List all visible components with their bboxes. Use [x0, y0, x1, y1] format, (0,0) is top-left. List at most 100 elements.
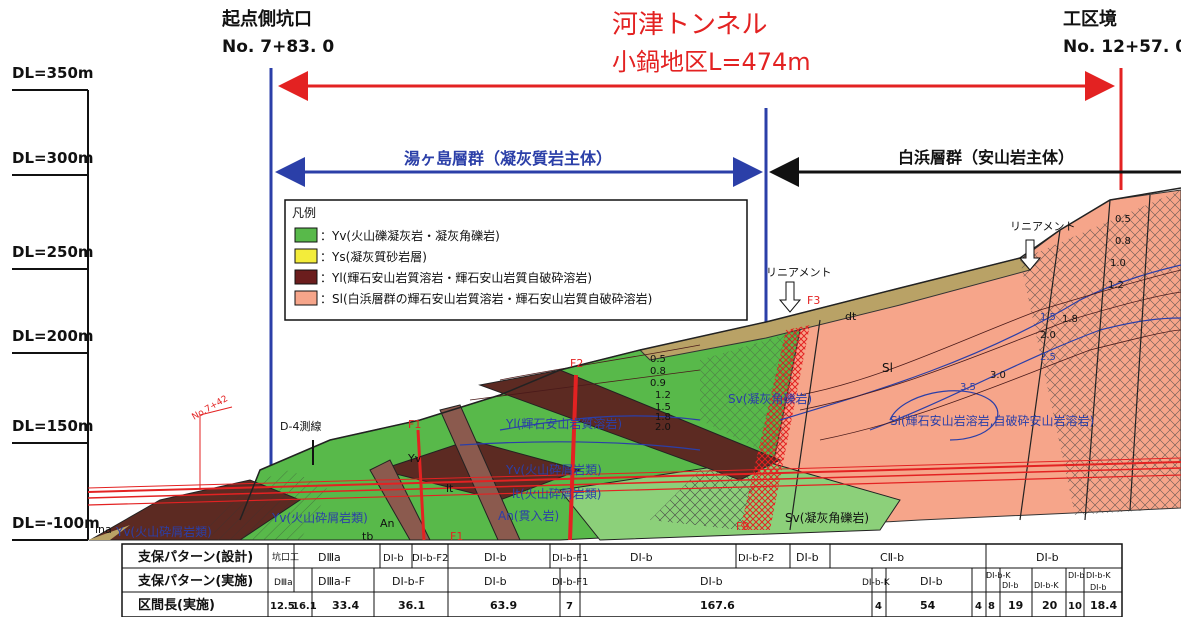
dt-label: dt: [845, 310, 857, 323]
table-cell: DI-b: [796, 551, 819, 564]
table-cell: DI-b: [484, 551, 507, 564]
contour-label: 1.5: [1040, 312, 1056, 323]
table-cell: 12.5: [270, 601, 295, 612]
support-pattern-table: [121, 543, 1123, 617]
tunnel-title: 河津トンネル: [612, 10, 767, 40]
elev-label-200: DL=200m: [12, 327, 94, 345]
table-cell: 19: [1008, 599, 1023, 612]
elev-label-250: DL=250m: [12, 243, 94, 261]
sv-label-upper: Sv(凝灰角礫岩): [728, 391, 812, 406]
elev-label-350: DL=350m: [12, 64, 94, 82]
table-cell: 167.6: [700, 599, 735, 612]
fault-f9: F9: [736, 520, 749, 533]
table-cell: DⅢa-F: [318, 575, 351, 588]
fault-f1-lower: F1: [450, 530, 463, 543]
lineament-label-right: リニアメント: [1010, 220, 1075, 233]
sl-label: Sl: [882, 361, 893, 375]
contour-label: 1.5: [655, 402, 671, 413]
table-cell: DI-b: [1068, 571, 1084, 580]
start-station: No. 7+83. 0: [222, 37, 334, 57]
table-cell: 20: [1042, 599, 1058, 612]
table-cell: 10: [1068, 601, 1082, 612]
table-cell: 16.1: [292, 601, 317, 612]
table-cell: DI-b-K: [1086, 571, 1111, 580]
yl-description: Yl(輝石安山岩質溶岩): [505, 416, 622, 431]
table-cell: CⅡ-b: [880, 551, 904, 564]
contour-label: 1.0: [1110, 258, 1126, 269]
table-cell: DI-b-K: [862, 578, 891, 588]
legend-swatch: [294, 269, 318, 285]
yugashima-label: 湯ヶ島層群（凝灰質岩主体）: [404, 149, 612, 168]
table-cell: DI-b-K: [1034, 581, 1059, 590]
contour-label: 0.5: [1115, 214, 1131, 225]
lt-label: lt: [446, 482, 454, 495]
end-boundary-label: 工区境: [1063, 8, 1117, 30]
table-cell: DI-b: [484, 575, 507, 588]
table-cell: 54: [920, 599, 936, 612]
table-cell: DI-b: [630, 551, 653, 564]
start-portal-label: 起点側坑口: [221, 8, 312, 30]
contour-label: 3.0: [990, 370, 1006, 381]
contour-label: 1.8: [655, 412, 671, 423]
legend-item: ：Ys(凝灰質砂岩層): [320, 249, 427, 264]
legend-item: ：Sl(白浜層群の輝石安山岩質溶岩・輝石安山岩質自破砕溶岩): [320, 291, 652, 306]
contour-label: 2.5: [1040, 352, 1056, 363]
table-cell: 18.4: [1090, 599, 1117, 612]
table-cell: 4: [975, 601, 982, 612]
legend: 凡例 ：Yv(火山礫凝灰岩・凝灰角礫岩) ：Ys(凝灰質砂岩層) ：Yl(輝石安…: [284, 199, 748, 321]
table-cell: DI-b-F1: [552, 553, 588, 564]
table-cell: DI-b-F: [392, 575, 425, 588]
table-cell: DI-b-F1: [552, 577, 588, 588]
yv-description-far-left: Yv(火山砕屑岩類): [115, 524, 212, 539]
table-cell: DI-b: [1090, 583, 1106, 592]
lt-description: lt(火山砕屑岩類): [512, 486, 601, 501]
lineament-arrow-right: [1018, 239, 1042, 271]
shirahama-label: 白浜層群（安山岩主体）: [898, 148, 1074, 167]
tunnel-length: 小鍋地区L=474m: [612, 48, 811, 76]
fault-f3: F3: [807, 294, 820, 307]
yv-label: Yv: [407, 452, 422, 465]
table-cell: DI-b-K: [986, 571, 1011, 580]
contour-label: 3.5: [960, 382, 976, 393]
table-cell: DI-b-F2: [412, 553, 448, 564]
legend-item: ：Yv(火山礫凝灰岩・凝灰角礫岩): [320, 228, 500, 243]
elev-label-150: DL=150m: [12, 417, 94, 435]
table-cell: DI-b-F2: [738, 553, 774, 564]
contour-label: 2.0: [1040, 330, 1056, 341]
tb-label: tb: [362, 530, 373, 543]
geology-body: [87, 187, 1181, 541]
table-cell: 坑口工: [272, 551, 299, 563]
table-row-header: 区間長(実施): [138, 597, 215, 613]
fault-f1: F1: [408, 418, 421, 431]
sv-label-lower: Sv(凝灰角礫岩): [785, 510, 869, 525]
table-cell: DI-b: [383, 553, 404, 564]
elevation-axis: [12, 89, 89, 541]
lineament-arrow-left: [778, 281, 802, 313]
contour-label: 0.9: [650, 378, 666, 389]
table-row-header: 支保パターン(実施): [137, 573, 253, 589]
table-cell: 63.9: [490, 599, 517, 612]
contour-label: 1.8: [1062, 314, 1078, 325]
ina-label: ina: [95, 523, 112, 536]
contour-label: 0.8: [650, 366, 666, 377]
no742-label: No.7+42: [191, 394, 230, 422]
elev-label-100: DL=-100m: [12, 514, 100, 532]
lineament-label-left: リニアメント: [766, 266, 831, 279]
table-cell: 8: [988, 601, 995, 612]
yv-description-mid: Yv(火山砕屑岩類): [505, 462, 602, 477]
elev-label-300: DL=300m: [12, 149, 94, 167]
table-row-header: 支保パターン(設計): [137, 549, 253, 565]
legend-title: 凡例: [292, 206, 316, 220]
contour-label: 0.5: [650, 354, 666, 365]
legend-swatch: [294, 227, 318, 243]
table-cell: 7: [566, 601, 573, 612]
d4-label: D-4測線: [280, 419, 321, 433]
contour-label: 0.8: [1115, 236, 1131, 247]
sl-description: Sl(輝石安山岩溶岩,自破砕安山岩溶岩): [890, 413, 1094, 428]
table-cell: DI-b: [1036, 551, 1059, 564]
end-station: No. 12+57. 0: [1063, 37, 1181, 57]
contour-label: 1.2: [1108, 280, 1124, 291]
table-cell: 33.4: [332, 599, 359, 612]
